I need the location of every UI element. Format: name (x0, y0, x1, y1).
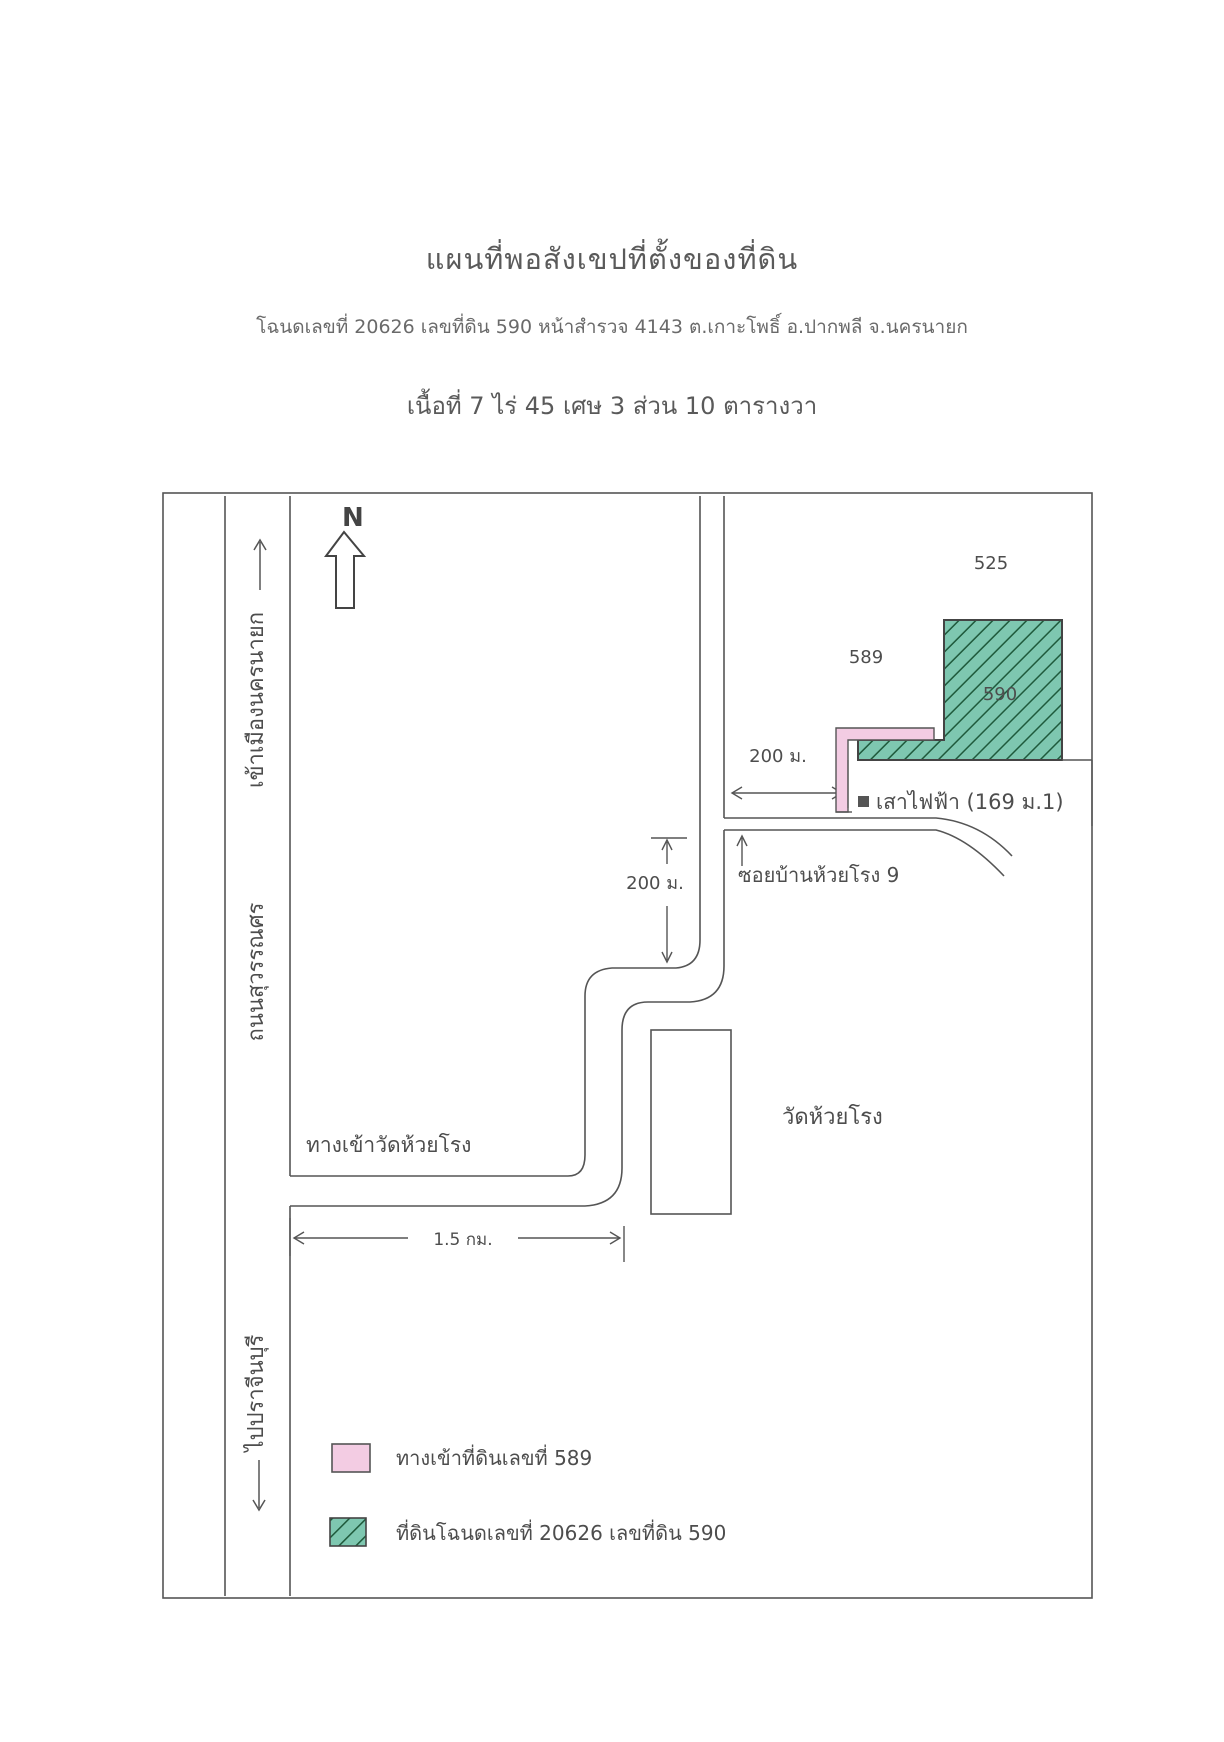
parcel-590-label: 590 (983, 684, 1017, 705)
road-name-label: ถนนสุวรรณศร (244, 902, 269, 1041)
legend-swatch-parcel (329, 1517, 367, 1547)
temple-label: วัดห้วยโรง (782, 1104, 883, 1130)
arrow-north-icon (253, 538, 267, 590)
dist-soi-east-arrow (730, 786, 844, 800)
parcel-525-label: 525 (974, 553, 1008, 574)
soi-road (724, 817, 1013, 877)
temple-building (650, 1029, 732, 1215)
map-title: แผนที่พอสังเขปที่ตั้งของที่ดิน (425, 242, 799, 276)
dist-soi-north-label: 200 ม. (626, 873, 684, 894)
north-label: N (342, 503, 364, 533)
map-frame (162, 492, 1093, 1599)
road-south-label: ไปปราจีนบุรี (243, 1334, 269, 1453)
road-north-label: เข้าเมืองนครนายก (244, 612, 269, 788)
temple-road-label: ทางเข้าวัดห้วยโรง (306, 1133, 471, 1157)
legend: ทางเข้าที่ดินเลขที่ 589 ที่ดินโฉนดเลขที่… (329, 1443, 726, 1547)
area-line: เนื้อที่ 7 ไร่ 45 เศษ 3 ส่วน 10 ตารางวา (406, 392, 818, 420)
north-arrow-icon: N (324, 503, 367, 609)
parcel-589-label: 589 (849, 647, 883, 668)
dist-temple-label: 1.5 กม. (433, 1230, 492, 1250)
dist-temple-arrow (289, 1218, 625, 1262)
pole-label: เสาไฟฟ้า (169 ม.1) (876, 790, 1064, 814)
soi-pointer-arrow (736, 834, 748, 866)
dist-soi-east-label: 200 ม. (749, 746, 807, 767)
legend-swatch-access (331, 1443, 371, 1473)
legend-label-parcel: ที่ดินโฉนดเลขที่ 20626 เลขที่ดิน 590 (396, 1519, 726, 1545)
power-pole-icon (858, 796, 869, 807)
deed-line: โฉนดเลขที่ 20626 เลขที่ดิน 590 หน้าสำรวจ… (256, 316, 968, 338)
legend-label-access: ทางเข้าที่ดินเลขที่ 589 (396, 1444, 592, 1470)
main-road (224, 496, 291, 1596)
arrow-south-icon (252, 1460, 266, 1512)
soi-label: ซอยบ้านห้วยโรง 9 (738, 863, 899, 887)
dist-soi-north-arrow (651, 837, 687, 964)
temple-road (290, 496, 725, 1207)
